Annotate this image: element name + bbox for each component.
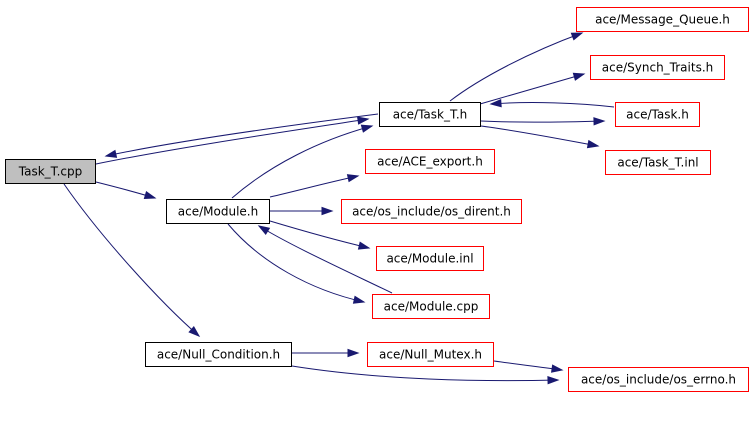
node-box (367, 342, 494, 367)
node-box (341, 199, 522, 224)
arrowhead (593, 117, 606, 126)
edge-task_t_h-to-task_t_inl (480, 125, 600, 149)
edge-task_t_cpp-to-task_t_h (95, 116, 370, 165)
arrowhead (357, 116, 370, 125)
node-label: ace/Task_T.h (393, 108, 468, 122)
node-label: ace/os_include/os_errno.h (581, 373, 736, 387)
node-null-mutex-h[interactable]: ace/Null_Mutex.h (367, 342, 494, 367)
edge-task_h-to-task_t_h (489, 99, 615, 108)
edge-module_h-to-module_cpp (227, 223, 366, 304)
edge-module_h-to-task_t_h (231, 124, 374, 199)
edge-task_t_h-to-message_queue_h (449, 32, 584, 102)
arrowhead (347, 348, 360, 358)
arrowhead (188, 325, 201, 338)
arrowhead (572, 72, 586, 81)
node-box (365, 149, 495, 174)
node-ace-export-h[interactable]: ace/ACE_export.h (365, 149, 495, 174)
arrowhead (586, 139, 600, 149)
node-message-queue-h[interactable]: ace/Message_Queue.h (576, 7, 749, 32)
node-box (590, 55, 725, 80)
arrowhead (547, 376, 560, 385)
arrowhead (346, 174, 360, 183)
node-label: ace/Module.h (178, 205, 258, 219)
node-box (166, 199, 270, 224)
edge-task_t_h-to-task_h (480, 117, 606, 126)
node-box (605, 150, 711, 175)
edge-task_t_cpp-to-null_condition_h (63, 183, 201, 338)
edges (63, 32, 615, 385)
node-label: ace/Message_Queue.h (595, 13, 730, 27)
node-task-t-h[interactable]: ace/Task_T.h (379, 102, 481, 127)
node-label: ace/Synch_Traits.h (602, 61, 713, 75)
edge-task_t_cpp-to-module_h (95, 181, 157, 200)
edge-module_h-to-ace_export_h (269, 174, 360, 198)
node-label: Task_T.cpp (18, 165, 82, 179)
arrowhead (321, 206, 334, 216)
node-label: ace/Task_T.inl (617, 156, 698, 170)
node-box (615, 102, 700, 127)
node-task-t-cpp[interactable]: Task_T.cpp (5, 159, 96, 184)
node-box (372, 294, 490, 319)
arrowhead (570, 32, 584, 41)
node-label: ace/os_include/os_dirent.h (352, 205, 511, 219)
node-module-cpp[interactable]: ace/Module.cpp (372, 294, 490, 319)
node-synch-traits-h[interactable]: ace/Synch_Traits.h (590, 55, 725, 80)
node-box (376, 246, 484, 271)
node-label: ace/ACE_export.h (377, 155, 483, 169)
node-box (379, 102, 481, 127)
node-label: ace/Null_Condition.h (157, 348, 280, 362)
arrowhead (143, 190, 157, 200)
node-label: ace/Module.inl (386, 252, 473, 266)
arrowhead (357, 241, 371, 250)
edge-null_mutex_h-to-os_errno_h (493, 360, 564, 373)
node-module-inl[interactable]: ace/Module.inl (376, 246, 484, 271)
nodes: Task_T.cpp ace/Task_T.h ace/Module.h ace/Nu… (5, 7, 749, 392)
arrowhead (489, 99, 502, 108)
node-label: ace/Module.cpp (384, 300, 479, 314)
node-module-h[interactable]: ace/Module.h (166, 199, 270, 224)
node-box (568, 367, 749, 392)
arrowhead (257, 225, 271, 236)
edge-null_condition_h-to-os_errno_h (291, 365, 560, 385)
node-label: ace/Null_Mutex.h (379, 348, 482, 362)
arrowhead (352, 295, 366, 304)
node-box (145, 342, 292, 367)
edge-task_t_h-to-task_t_cpp (104, 113, 379, 158)
arrowhead (360, 124, 374, 133)
node-task-t-inl[interactable]: ace/Task_T.inl (605, 150, 711, 175)
node-box (5, 159, 96, 184)
node-box (576, 7, 749, 32)
edge-task_t_h-to-synch_traits_h (479, 72, 586, 105)
node-os-dirent-h[interactable]: ace/os_include/os_dirent.h (341, 199, 522, 224)
edge-module_cpp-to-module_h (257, 225, 393, 294)
arrowhead (104, 149, 118, 158)
edge-module_h-to-os_dirent_h (269, 206, 334, 216)
edge-module_h-to-module_inl (269, 220, 371, 250)
arrowhead (551, 364, 564, 373)
node-label: ace/Task.h (626, 108, 689, 122)
node-os-errno-h[interactable]: ace/os_include/os_errno.h (568, 367, 749, 392)
edge-null_condition_h-to-null_mutex_h (292, 348, 360, 358)
node-task-h[interactable]: ace/Task.h (615, 102, 700, 127)
node-null-condition-h[interactable]: ace/Null_Condition.h (145, 342, 292, 367)
